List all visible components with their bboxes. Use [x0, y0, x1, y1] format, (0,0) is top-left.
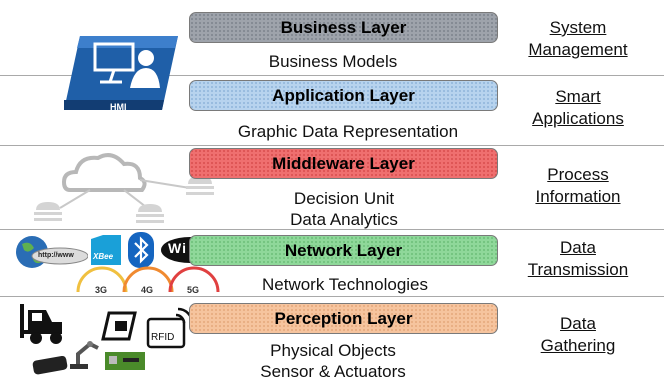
robot-arm-icon — [66, 338, 104, 375]
divider-4 — [0, 296, 664, 297]
gen-5g-label: 5G — [187, 285, 200, 295]
divider-3 — [0, 229, 664, 230]
circuit-board-icon — [103, 346, 149, 379]
role-line: Data — [560, 238, 596, 257]
business-layer-box: Business Layer — [189, 12, 498, 43]
forklift-icon — [18, 300, 66, 351]
desc-line: Decision Unit — [293, 189, 395, 208]
network-layer-role: Data Transmission — [508, 237, 648, 281]
speed-gauge-icons — [76, 262, 222, 299]
role-line: System — [549, 18, 607, 37]
application-layer-role: Smart Applications — [508, 86, 648, 130]
gen-4g-label: 4G — [141, 285, 154, 295]
role-line: Gathering — [540, 336, 616, 355]
desc-line: Physical Objects — [270, 341, 396, 360]
business-layer-role: System Management — [508, 17, 648, 61]
role-line: Process — [547, 165, 609, 184]
role-line: Smart — [555, 87, 601, 106]
divider-1 — [0, 75, 664, 76]
role-line: Transmission — [527, 260, 629, 279]
middleware-layer-role: Process Information — [508, 164, 648, 208]
ethernet-icon — [101, 309, 137, 346]
perception-layer-box: Perception Layer — [189, 303, 498, 334]
role-line: Data — [560, 314, 596, 333]
gen-3g-label: 3G — [95, 285, 108, 295]
network-layer-description: Network Technologies — [226, 274, 464, 295]
globe-icon — [14, 234, 89, 275]
application-layer-description: Graphic Data Representation — [198, 121, 498, 142]
desc-line: Business Models — [268, 52, 398, 71]
desc-line: Graphic Data Representation — [237, 122, 459, 141]
hmi-label: HMI — [110, 102, 127, 112]
browser-text: http://www — [38, 252, 74, 259]
divider-2 — [0, 145, 664, 146]
business-layer-description: Business Models — [230, 51, 436, 72]
application-layer-box: Application Layer — [189, 80, 498, 111]
xbee-icon — [89, 233, 123, 272]
xbee-label: XBee — [93, 252, 114, 261]
desc-line: Network Technologies — [262, 275, 428, 294]
rfid-label: RFID — [151, 332, 175, 343]
perception-layer-description: Physical Objects Sensor & Actuators — [228, 340, 438, 382]
middleware-layer-box: Middleware Layer — [189, 148, 498, 179]
rfid-icon — [146, 307, 194, 354]
middleware-layer-description: Decision Unit Data Analytics — [264, 188, 424, 230]
desc-line: Sensor & Actuators — [260, 362, 406, 381]
perception-layer-role: Data Gathering — [508, 313, 648, 357]
sensor-device-icon — [31, 354, 71, 381]
network-layer-box: Network Layer — [189, 235, 498, 266]
bluetooth-icon — [127, 231, 155, 274]
desc-line: Data Analytics — [290, 210, 398, 229]
role-line: Applications — [532, 109, 624, 128]
role-line: Management — [528, 40, 628, 59]
hmi-icon — [50, 30, 190, 116]
role-line: Information — [535, 187, 621, 206]
